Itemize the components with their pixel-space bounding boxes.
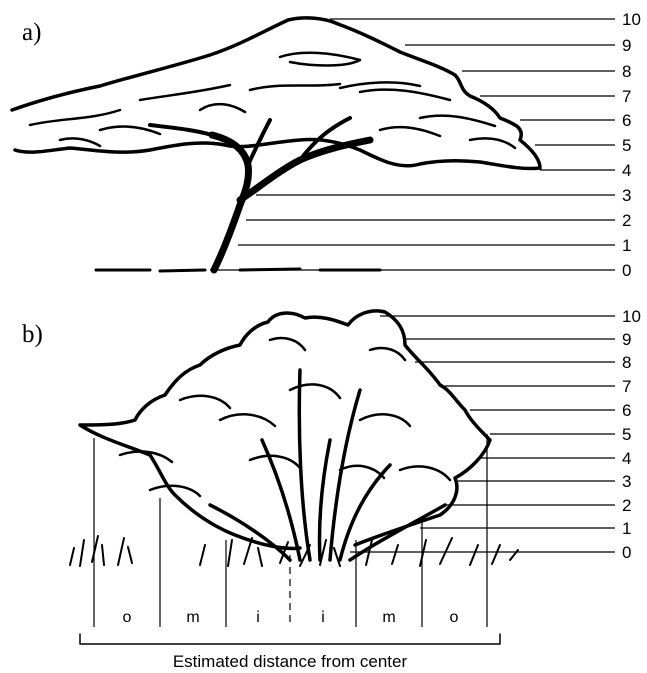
panel-a-canopy-outline [12,18,540,169]
panel-a-level-2: 2 [622,211,631,230]
panel-b-level-0: 0 [622,543,631,562]
panel-b-level-7: 7 [622,377,631,396]
panel-a-label: a) [22,19,41,46]
panel-a-level-0: 0 [622,261,631,280]
panel-b-level-1: 1 [622,519,631,538]
zone-label-outer-right: o [450,609,459,626]
zone-label-inner-left: i [256,609,260,626]
panel-b-level-10: 10 [622,307,641,326]
panel-b-stems [210,370,445,560]
panel-b-foliage-detail [120,338,450,496]
panel-b-label: b) [22,321,43,348]
panel-a-level-7: 7 [622,87,631,106]
panel-b-level-3: 3 [622,472,631,491]
zone-label-inner-right: i [321,609,325,626]
panel-a-height-labels: 0 1 2 3 4 5 6 7 8 9 10 [622,10,641,280]
panel-b-level-9: 9 [622,330,631,349]
panel-b-level-4: 4 [622,449,631,468]
distance-bracket [80,634,500,644]
panel-a-level-10: 10 [622,10,641,29]
zone-label-middle-right: m [382,609,395,626]
panel-b-height-labels: 0 1 2 3 4 5 6 7 8 9 10 [622,307,641,562]
panel-a-level-3: 3 [622,186,631,205]
panel-a-level-5: 5 [622,136,631,155]
panel-a-level-6: 6 [622,111,631,130]
zone-label-middle-left: m [186,609,199,626]
zone-label-outer-left: o [123,609,132,626]
panel-a-level-8: 8 [622,62,631,81]
panel-a-level-9: 9 [622,36,631,55]
panel-b-level-6: 6 [622,401,631,420]
panel-b-level-8: 8 [622,353,631,372]
panel-b-level-2: 2 [622,496,631,515]
panel-a-level-1: 1 [622,236,631,255]
panel-a-level-4: 4 [622,161,631,180]
panel-a-trunk [212,135,370,270]
distance-caption: Estimated distance from center [173,652,408,671]
panel-b-level-5: 5 [622,425,631,444]
